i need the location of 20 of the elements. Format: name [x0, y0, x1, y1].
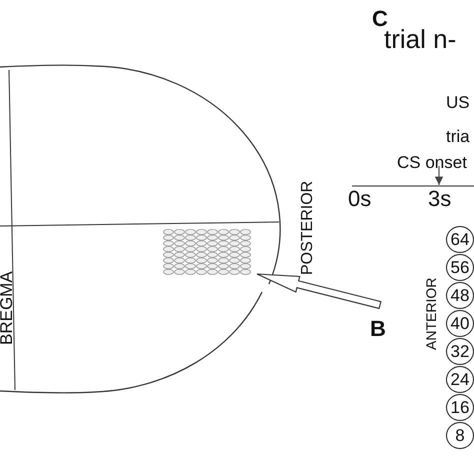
electrode-circle: 56 [446, 254, 474, 281]
electrode-circle: 64 [446, 226, 474, 253]
time-tick-label: 0s [348, 188, 372, 210]
brain-region-label: BREGMA [0, 271, 15, 345]
brain-outline-drawing [0, 64, 281, 394]
direction-label: POSTERIOR [300, 180, 316, 275]
event-label: CS onset [397, 154, 467, 171]
electrode-circle: 8 [446, 422, 474, 449]
event-label: tria [446, 128, 470, 145]
electrode-circle: 24 [446, 366, 474, 393]
electrode-circle: 16 [446, 394, 474, 421]
time-tick-label: 3s [428, 188, 452, 210]
electrode-circle: 32 [446, 338, 474, 365]
direction-label: ANTERIOR [424, 278, 438, 350]
electrode-grid-drawing [163, 229, 251, 275]
electrode-circle: 48 [446, 282, 474, 309]
block-arrow [256, 273, 382, 310]
event-label: US [446, 94, 470, 111]
panel-letter: B [370, 318, 386, 340]
electrode-circle: 40 [446, 310, 474, 337]
